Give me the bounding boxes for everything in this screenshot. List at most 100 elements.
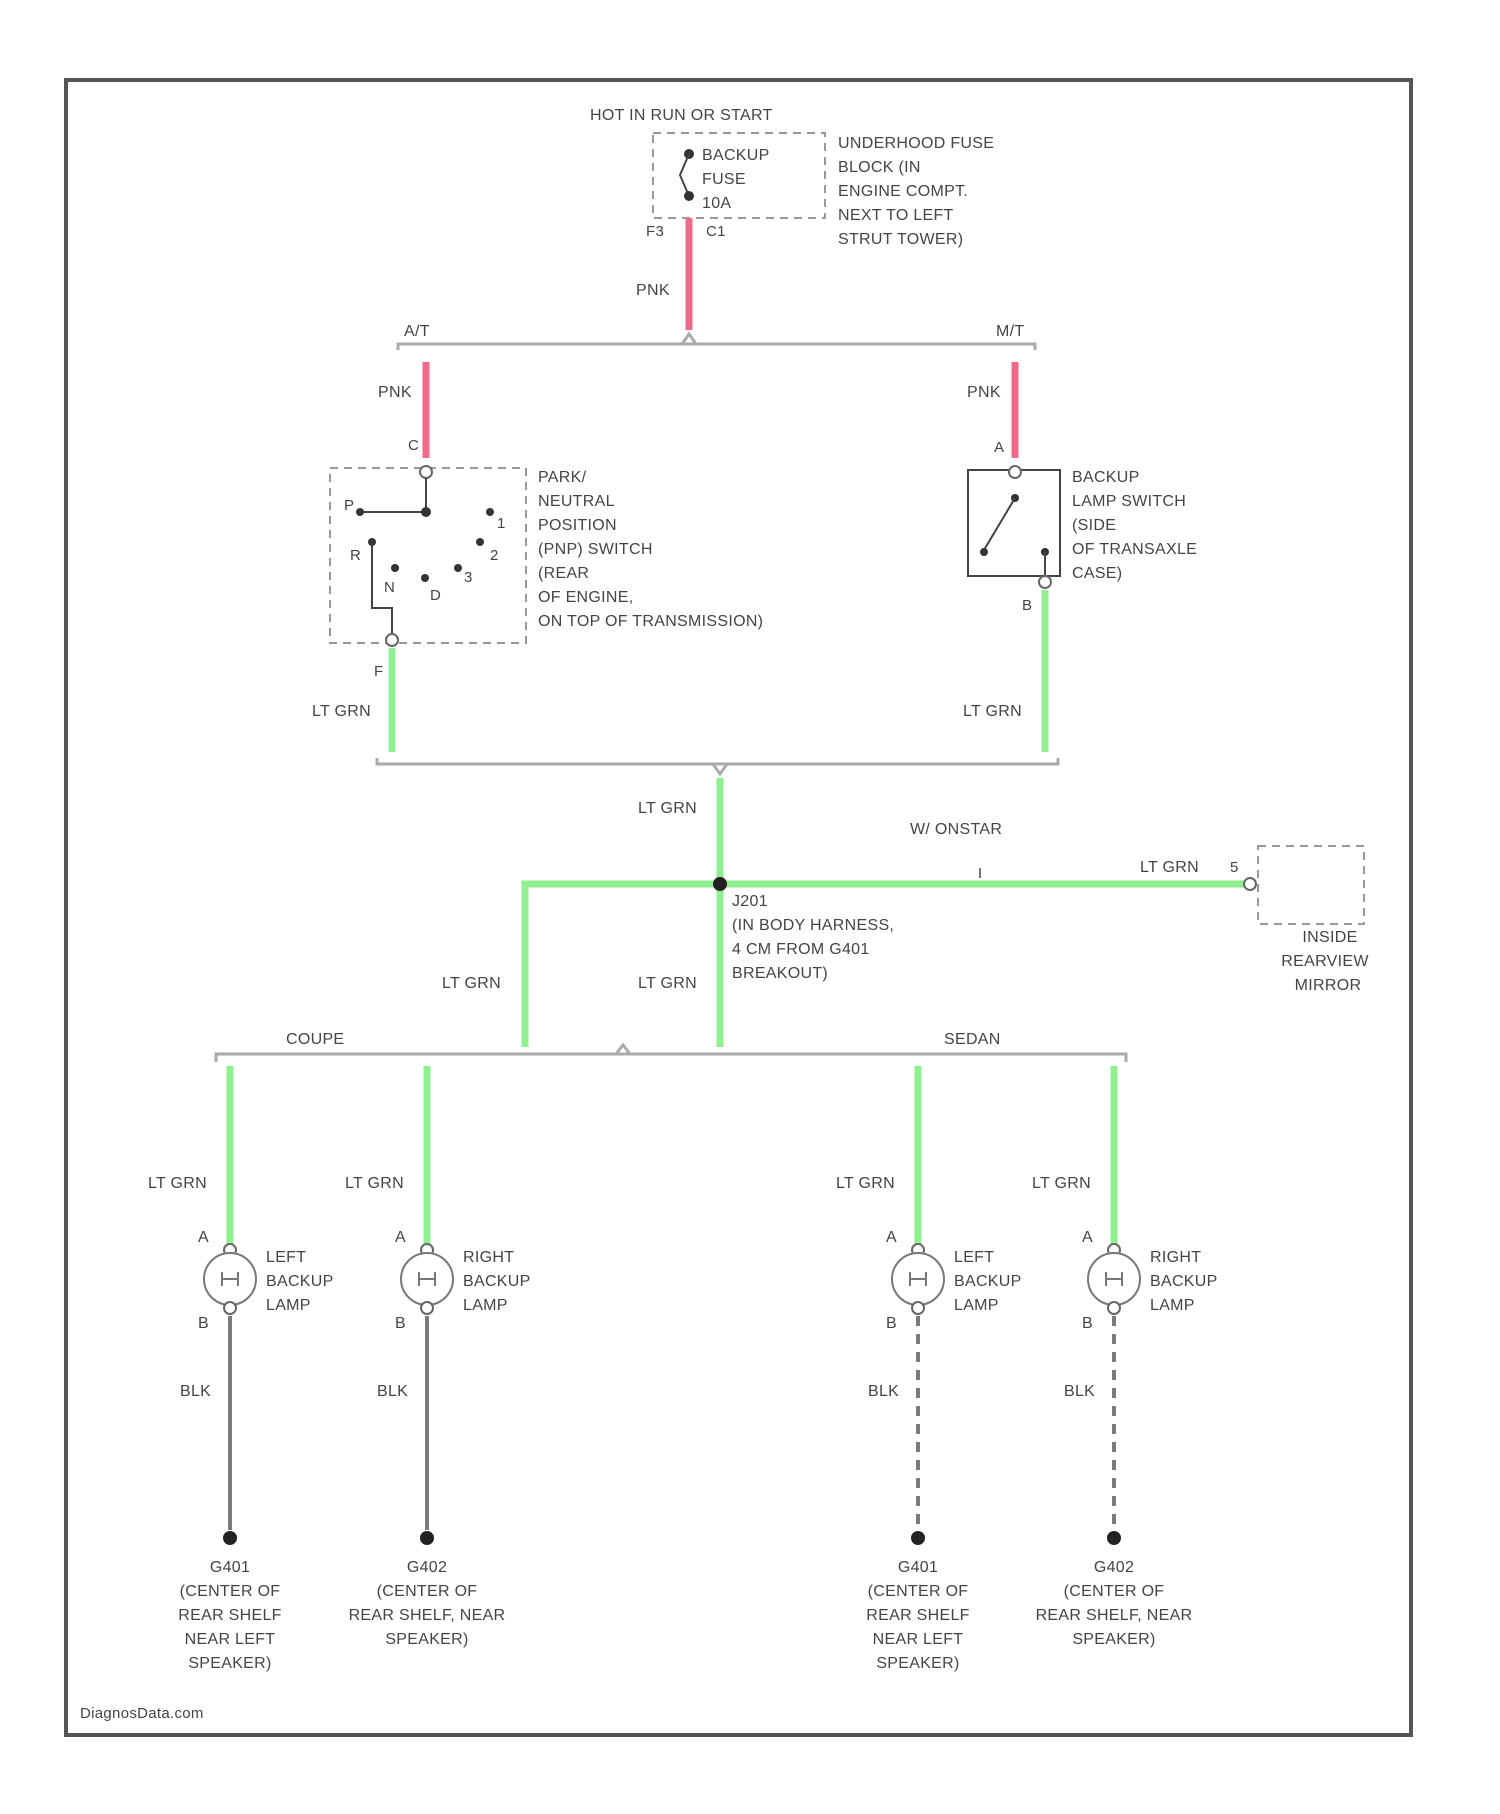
ground-name-line: (CENTER OF — [377, 1583, 478, 1600]
backup-switch-contact-bottom — [980, 548, 988, 556]
backup-switch-blade — [984, 498, 1015, 550]
splice-name-4: BREAKOUT) — [732, 965, 828, 982]
pnp-pos-1: 1 — [497, 515, 506, 532]
fuse-location-1: UNDERHOOD FUSE — [838, 135, 994, 152]
mirror-connector — [1244, 878, 1256, 890]
lamp-pin-b: B — [886, 1315, 897, 1332]
backup-switch-connector-in — [1009, 466, 1021, 478]
lamp-name-line: LEFT — [266, 1249, 306, 1266]
pnp-connector-in — [420, 466, 432, 478]
fuse-pin-out: C1 — [706, 223, 726, 240]
lamp-wire-color: LT GRN — [148, 1175, 207, 1192]
lamp-pin-b: B — [1082, 1315, 1093, 1332]
backup-switch-wire-out-color: LT GRN — [963, 703, 1022, 720]
lamp-connector-b — [421, 1302, 433, 1314]
fuse-text-2: FUSE — [702, 171, 746, 188]
inside-rearview-mirror: 5 INSIDE REARVIEW MIRROR — [1230, 846, 1369, 994]
lamp-ground-wire-color: BLK — [1064, 1383, 1095, 1400]
pnp-pivot — [421, 507, 431, 517]
splice-name-2: (IN BODY HARNESS, — [732, 917, 894, 934]
backup-switch-name-1: BACKUP — [1072, 469, 1140, 486]
backup-switch-pin-in: A — [994, 439, 1004, 456]
backup-lamp-circuit: LT GRNABLEFTBACKUPLAMPBLKG401(CENTER OFR… — [148, 1066, 334, 1672]
top-bracket-line — [398, 344, 1035, 350]
lamp-name-line: LAMP — [954, 1297, 999, 1314]
backup-switch-name-2: LAMP SWITCH — [1072, 493, 1186, 510]
ground-name-line: REAR SHELF — [178, 1607, 281, 1624]
backup-switch-name-5: CASE) — [1072, 565, 1122, 582]
backup-switch-name-3: (SIDE — [1072, 517, 1116, 534]
left-branch-wire-color: LT GRN — [442, 975, 501, 992]
ground-name-line: NEAR LEFT — [873, 1631, 964, 1648]
lamp-ground-wire-color: BLK — [180, 1383, 211, 1400]
lamp-name-line: LAMP — [463, 1297, 508, 1314]
lamp-name-line: RIGHT — [463, 1249, 514, 1266]
pnp-name-4: (PNP) SWITCH — [538, 541, 653, 558]
fuse-text-1: BACKUP — [702, 147, 770, 164]
fuse-location-2: BLOCK (IN — [838, 159, 921, 176]
down-branch-wire-color: LT GRN — [638, 975, 697, 992]
ground-name-line: G402 — [407, 1559, 447, 1576]
lamp-pin-a: A — [1082, 1229, 1093, 1246]
pnp-name-1: PARK/ — [538, 469, 587, 486]
mirror-outline — [1258, 846, 1364, 924]
pnp-name-5: (REAR — [538, 565, 589, 582]
ground-point-icon — [223, 1531, 237, 1545]
footer-watermark: DiagnosData.com — [80, 1705, 204, 1722]
pnp-contact-p — [356, 508, 364, 516]
splice-j201-dot — [713, 877, 727, 891]
mirror-name-1: INSIDE — [1302, 929, 1357, 946]
pnp-pos-n: N — [384, 579, 395, 596]
lamp-name-line: BACKUP — [1150, 1273, 1218, 1290]
ground-name-line: SPEAKER) — [188, 1655, 271, 1672]
backup-switch-wire-in-color: PNK — [967, 384, 1001, 401]
pnp-wire-in-color: PNK — [378, 384, 412, 401]
split-label-coupe: COUPE — [286, 1031, 344, 1048]
split-label-at: A/T — [404, 323, 430, 340]
backup-lamp-circuit: LT GRNABRIGHTBACKUPLAMPBLKG402(CENTER OF… — [1032, 1066, 1218, 1648]
fuse-wire-color: PNK — [636, 282, 670, 299]
split-label-mt: M/T — [996, 323, 1024, 340]
pnp-pin-in: C — [408, 437, 419, 454]
pnp-switch: C P R N D 3 2 1 F PARK/ NEUTRAL POSITION… — [330, 437, 763, 680]
fuse-block: HOT IN RUN OR START BACKUP FUSE 10A F3 C… — [590, 107, 994, 248]
lamp-pin-b: B — [198, 1315, 209, 1332]
pnp-contact-2 — [476, 538, 484, 546]
splice-name-1: J201 — [732, 893, 768, 910]
splice-horizontal-wire — [525, 884, 1246, 1047]
lamp-wire-color: LT GRN — [836, 1175, 895, 1192]
ground-point-icon — [911, 1531, 925, 1545]
pnp-contact-1 — [486, 508, 494, 516]
pnp-connector-out — [386, 634, 398, 646]
merge-bracket — [377, 758, 1058, 774]
fuse-location-4: NEXT TO LEFT — [838, 207, 954, 224]
ground-name-line: NEAR LEFT — [185, 1631, 276, 1648]
lamp-name-line: LAMP — [266, 1297, 311, 1314]
ground-name-line: REAR SHELF — [866, 1607, 969, 1624]
ground-name-line: SPEAKER) — [385, 1631, 468, 1648]
lamp-wire-color: LT GRN — [345, 1175, 404, 1192]
fuse-pin-in: F3 — [646, 223, 664, 240]
fuse-text-3: 10A — [702, 195, 731, 212]
lamp-connector-b — [912, 1302, 924, 1314]
lamp-name-line: LAMP — [1150, 1297, 1195, 1314]
lamp-connector-b — [224, 1302, 236, 1314]
pnp-contact-n — [391, 564, 399, 572]
backup-switch-connector-out — [1039, 576, 1051, 588]
fuse-element — [680, 154, 689, 196]
pnp-name-6: OF ENGINE, — [538, 589, 633, 606]
ground-name-line: (CENTER OF — [180, 1583, 281, 1600]
backup-switch-name-4: OF TRANSAXLE — [1072, 541, 1197, 558]
lamp-pin-a: A — [886, 1229, 897, 1246]
pnp-pos-d: D — [430, 587, 441, 604]
backup-switch-outline — [968, 470, 1060, 576]
lamp-connector-b — [1108, 1302, 1120, 1314]
pnp-name-2: NEUTRAL — [538, 493, 615, 510]
pnp-contact-d — [421, 574, 429, 582]
fuse-location-3: ENGINE COMPT. — [838, 183, 968, 200]
lamp-ground-wire-color: BLK — [868, 1383, 899, 1400]
pnp-pin-out: F — [374, 663, 383, 680]
pnp-name-3: POSITION — [538, 517, 617, 534]
